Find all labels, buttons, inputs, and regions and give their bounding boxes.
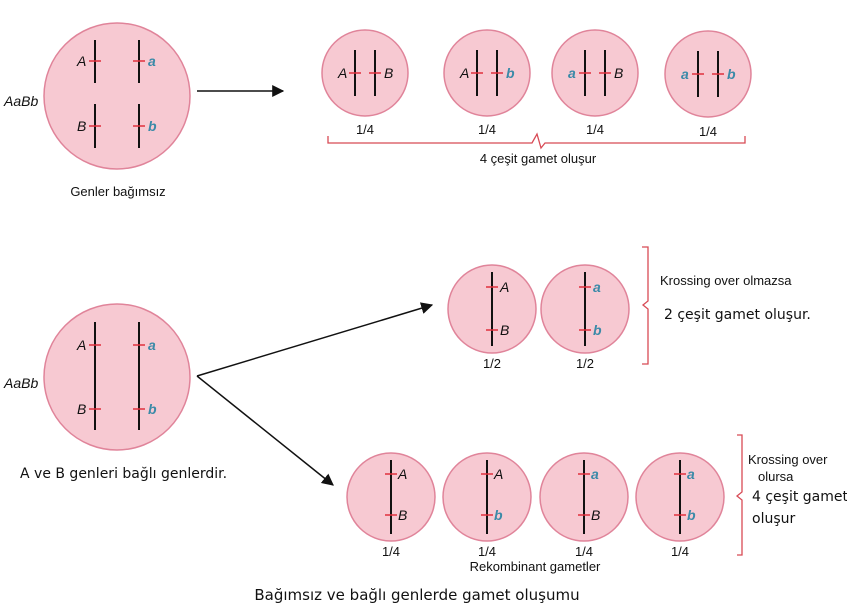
allele-A: A [459,65,469,81]
bracket-no-crossover [641,246,649,365]
allele-B: B [398,507,407,523]
cell-membrane [43,22,191,170]
allele-b: b [148,401,157,417]
result-four-gametes-line1: 4 çeşit gamet [752,489,847,505]
allele-b: b [727,66,736,82]
label-recombinant-gametes: Rekombinant gametler [470,559,601,574]
fraction-linked-AB: 1/2 [483,356,501,371]
allele-A: A [493,466,503,482]
gamete-aB: a B [551,29,639,117]
condition-crossover-line1: Krossing over [748,452,828,467]
cell-membrane [43,303,191,451]
parent-cell-independent: A a B b [43,22,191,170]
allele-b: b [687,507,696,523]
figure-caption: Bağımsız ve bağlı genlerde gamet oluşumu [254,586,579,604]
condition-crossover-line2: olursa [758,469,794,484]
allele-a: a [148,53,156,69]
fraction-crossover-aB: 1/4 [575,544,593,559]
condition-no-crossover: Krossing over olmazsa [660,273,792,288]
allele-b: b [148,118,157,134]
allele-a: a [591,466,599,482]
caption-genes-independent: Genler bağımsız [70,184,165,199]
result-four-gametes-line2: oluşur [752,511,795,527]
allele-B: B [384,65,393,81]
summary-four-gametes: 4 çeşit gamet oluşur [480,151,597,166]
allele-a: a [568,65,576,81]
fraction-crossover-ab: 1/4 [671,544,689,559]
allele-b: b [494,507,503,523]
allele-A: A [337,65,347,81]
allele-A: A [76,53,86,69]
allele-a: a [681,66,689,82]
allele-b: b [506,65,515,81]
cell-membrane [321,29,409,117]
allele-B: B [77,118,86,134]
allele-a: a [593,279,601,295]
allele-B: B [500,322,509,338]
parent-genotype-label-independent: AaBb [3,93,38,109]
cell-membrane [664,30,752,118]
fraction-crossover-AB: 1/4 [382,544,400,559]
cell-membrane [551,29,639,117]
allele-a: a [148,337,156,353]
gamete-crossover-Ab: A b [442,452,532,542]
fraction-gamete-ab: 1/4 [699,124,717,139]
bracket-crossover [735,434,743,556]
allele-A: A [499,279,509,295]
fraction-gamete-Ab: 1/4 [478,122,496,137]
allele-b: b [593,322,602,338]
gamete-ab: a b [664,30,752,118]
gamete-linked-ab: a b [540,264,630,354]
caption-genes-linked: A ve B genleri bağlı genlerdir. [20,466,227,482]
fraction-crossover-Ab: 1/4 [478,544,496,559]
parent-cell-linked: A B a b [43,303,191,451]
result-two-gametes: 2 çeşit gamet oluşur. [664,307,811,323]
gamete-AB: A B [321,29,409,117]
allele-B: B [591,507,600,523]
allele-B: B [77,401,86,417]
allele-B: B [614,65,623,81]
gamete-linked-AB: A B [447,264,537,354]
arrow-crossover [196,375,334,486]
gamete-crossover-aB: a B [539,452,629,542]
allele-A: A [76,337,86,353]
cell-membrane [443,29,531,117]
independent-section: AaBb A a B b Genler bağımsız A [3,22,752,199]
linked-section: AaBb A B a b A ve B genleri bağlı genler… [3,246,847,574]
gamete-Ab: A b [443,29,531,117]
parent-genotype-label-linked: AaBb [3,375,38,391]
gamete-crossover-AB: A B [346,452,436,542]
arrow-no-crossover [196,302,434,377]
fraction-linked-ab: 1/2 [576,356,594,371]
fraction-gamete-aB: 1/4 [586,122,604,137]
bracket-independent [327,132,746,150]
allele-a: a [687,466,695,482]
allele-A: A [397,466,407,482]
gamete-crossover-ab: a b [635,452,725,542]
fraction-gamete-AB: 1/4 [356,122,374,137]
